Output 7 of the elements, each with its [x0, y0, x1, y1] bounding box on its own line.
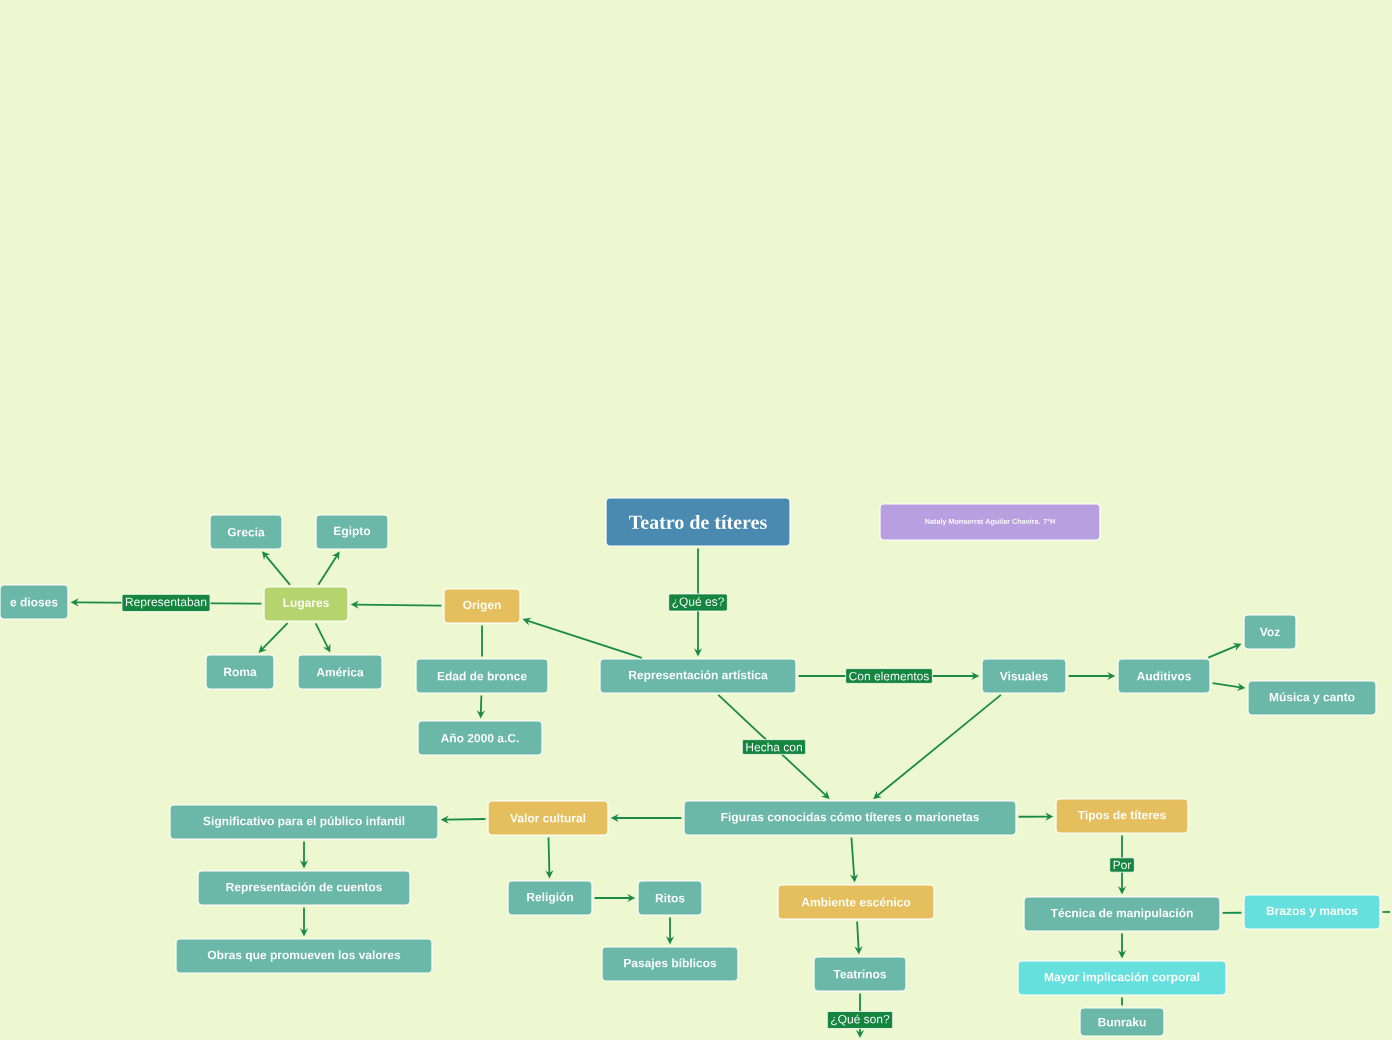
connector-line: [1221, 911, 1243, 914]
arrow: [258, 622, 289, 653]
title-box: Teatro de títeres: [605, 497, 791, 547]
connector-line: [1381, 911, 1391, 913]
arrow: [317, 551, 340, 586]
connector-line: [1121, 996, 1123, 1007]
connector-line: [481, 624, 483, 658]
